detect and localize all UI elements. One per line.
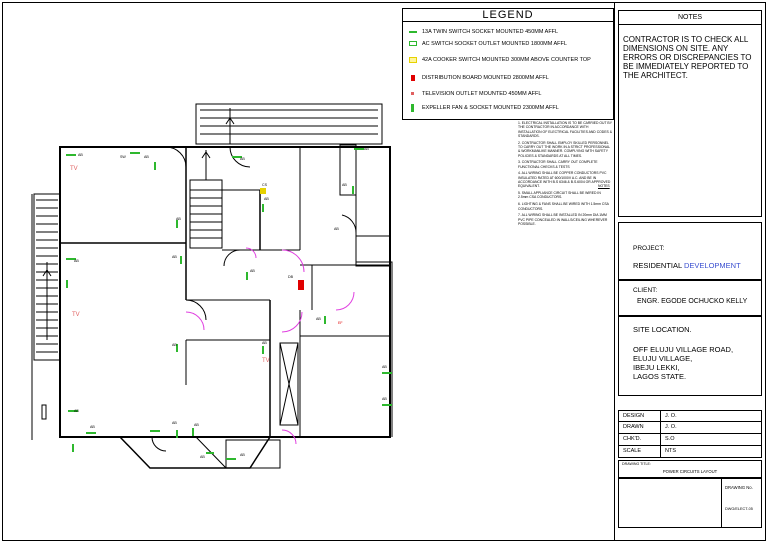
left-stair-wall	[33, 193, 61, 361]
legend-item-cooker-switch: 42A COOKER SWITCH MOUNTED 300MM ABOVE CO…	[409, 55, 591, 65]
spec-note-2: 2. CONTRACTOR SHALL EMPLOY SKILLED PERSO…	[518, 140, 611, 158]
svg-text:AB: AB	[74, 259, 79, 263]
drawing-number-value: DWG/ELECT-05	[725, 507, 753, 511]
spec-note-3: 3. CONTRACTOR SHALL CARRY OUT COMPLETE F…	[518, 160, 598, 169]
svg-text:AB: AB	[250, 269, 255, 273]
drawing-title-box: DRAWING TITLE: POWER CIRCUITS LAYOUT	[618, 460, 762, 478]
project-name-a: RESIDENTIAL	[633, 261, 682, 270]
svg-text:EF: EF	[338, 321, 343, 325]
project-name: RESIDENTIAL DEVELOPMENT	[633, 261, 741, 270]
svg-text:AB: AB	[172, 343, 177, 347]
svg-text:AB: AB	[382, 365, 387, 369]
svg-text:TV: TV	[70, 166, 78, 172]
svg-text:TV: TV	[262, 358, 270, 364]
svg-text:AB: AB	[264, 197, 269, 201]
svg-text:AB: AB	[172, 421, 177, 425]
notes-box: NOTES CONTRACTOR IS TO CHECK ALL DIMENSI…	[618, 10, 762, 217]
spec-note-4: 4. ALL WIRING SHALL BE COPPER CONDUCTORS…	[518, 171, 611, 189]
legend-item-tv-outlet: TELEVISION OUTLET MOUNTED 450MM AFFL	[409, 89, 541, 99]
notes-text: CONTRACTOR IS TO CHECK ALL DIMENSIONS ON…	[623, 35, 752, 80]
svg-text:AB: AB	[172, 255, 177, 259]
svg-text:AB: AB	[194, 423, 199, 427]
site-line-4: LAGOS STATE.	[633, 372, 687, 381]
tv-labels: TV TV TV	[70, 166, 270, 364]
project-label: PROJECT:	[633, 245, 665, 252]
legend-box: LEGEND 13A TWIN SWITCH SOCKET MOUNTED 45…	[402, 8, 614, 120]
svg-text:DB: DB	[288, 275, 294, 279]
site-line-2: ELUJU VILLAGE,	[633, 354, 693, 363]
svg-text:TV: TV	[72, 312, 80, 318]
drawing-number-label: DRAWING No.	[725, 485, 753, 490]
svg-text:AB: AB	[200, 455, 205, 459]
svg-text:AB: AB	[334, 227, 339, 231]
title-row-checked: CHK'D.S.O	[618, 434, 762, 446]
svg-text:SW: SW	[120, 155, 126, 159]
svg-text:AB: AB	[342, 183, 347, 187]
distribution-board-symbol	[298, 280, 304, 290]
svg-text:AB: AB	[74, 409, 79, 413]
drawing-title-label: DRAWING TITLE:	[622, 462, 651, 466]
cooker-switch-symbol	[260, 188, 266, 194]
notes-title: NOTES	[619, 11, 761, 25]
title-block-divider	[614, 2, 615, 541]
twin-socket-icon	[409, 30, 417, 33]
svg-text:AB: AB	[240, 453, 245, 457]
site-line-1: OFF ELUJU VILLAGE ROAD,	[633, 345, 734, 354]
floor-plan: TV TV TV AB SW AB AB AB AB AB AB AB AB A…	[31, 103, 393, 469]
circuit-labels: AB SW AB AB AB AB AB AB AB AB AB AB CS A…	[74, 147, 387, 459]
site-location-box: SITE LOCATION. OFF ELUJU VILLAGE ROAD, E…	[618, 316, 762, 396]
top-stair	[195, 103, 383, 145]
distribution-board-icon	[411, 74, 415, 81]
drawing-number-box: DRAWING No. DWG/ELECT-05	[618, 478, 762, 528]
svg-text:AB: AB	[262, 341, 267, 345]
cooker-switch-icon	[409, 56, 417, 63]
legend-item-distribution-board: DISTRIBUTION BOARD MOUNTED 2800MM AFFL	[409, 73, 549, 83]
svg-text:AB: AB	[176, 217, 181, 221]
ac-socket-icon	[409, 41, 417, 47]
tv-outlet-icon	[411, 92, 414, 96]
svg-text:AB: AB	[78, 153, 83, 157]
drawing-title-value: POWER CIRCUITS LAYOUT	[662, 469, 718, 474]
project-box: PROJECT: RESIDENTIAL DEVELOPMENT	[618, 222, 762, 280]
expeller-fan-icon	[411, 103, 414, 112]
legend-item-expeller-fan: EXPELLER FAN & SOCKET MOUNTED 2300MM AFF…	[409, 103, 559, 113]
site-label: SITE LOCATION.	[633, 325, 692, 334]
svg-text:AB: AB	[382, 397, 387, 401]
spec-note-1: 1. ELECTRICAL INSTALLATION IS TO BE CARR…	[518, 121, 612, 138]
legend-title: LEGEND	[403, 9, 613, 22]
spec-notes-tag: NOTES	[598, 184, 610, 188]
specification-notes: 1. ELECTRICAL INSTALLATION IS TO BE CARR…	[518, 121, 612, 256]
spec-note-5: 5. SMALL APPLIANCE CIRCUIT SHALL BE WIRE…	[518, 191, 601, 200]
svg-text:AB: AB	[364, 147, 369, 151]
spec-note-6: 6. LIGHTING & FANS SHALL BE WIRED WITH 1…	[518, 202, 609, 211]
svg-text:AB: AB	[144, 155, 149, 159]
site-line-3: IBEJU LEKKI,	[633, 363, 680, 372]
svg-text:CS: CS	[262, 183, 268, 187]
legend-item-twin-socket: 13A TWIN SWITCH SOCKET MOUNTED 450MM AFF…	[409, 27, 558, 37]
client-label: CLIENT:	[633, 287, 658, 294]
legend-item-ac-socket: AC SWITCH SOCKET OUTLET MOUNTED 1800MM A…	[409, 39, 567, 49]
project-name-b: DEVELOPMENT	[684, 261, 741, 270]
socket-symbols	[66, 148, 392, 460]
spec-note-7: 7. ALL WIRING SHALL BE INSTALLED IN 20mm…	[518, 213, 608, 226]
client-box: CLIENT: ENGR. EGODE OCHUCKO KELLY	[618, 280, 762, 316]
svg-text:AB: AB	[240, 157, 245, 161]
client-name: ENGR. EGODE OCHUCKO KELLY	[637, 298, 748, 305]
svg-text:AB: AB	[316, 317, 321, 321]
svg-text:AB: AB	[90, 425, 95, 429]
